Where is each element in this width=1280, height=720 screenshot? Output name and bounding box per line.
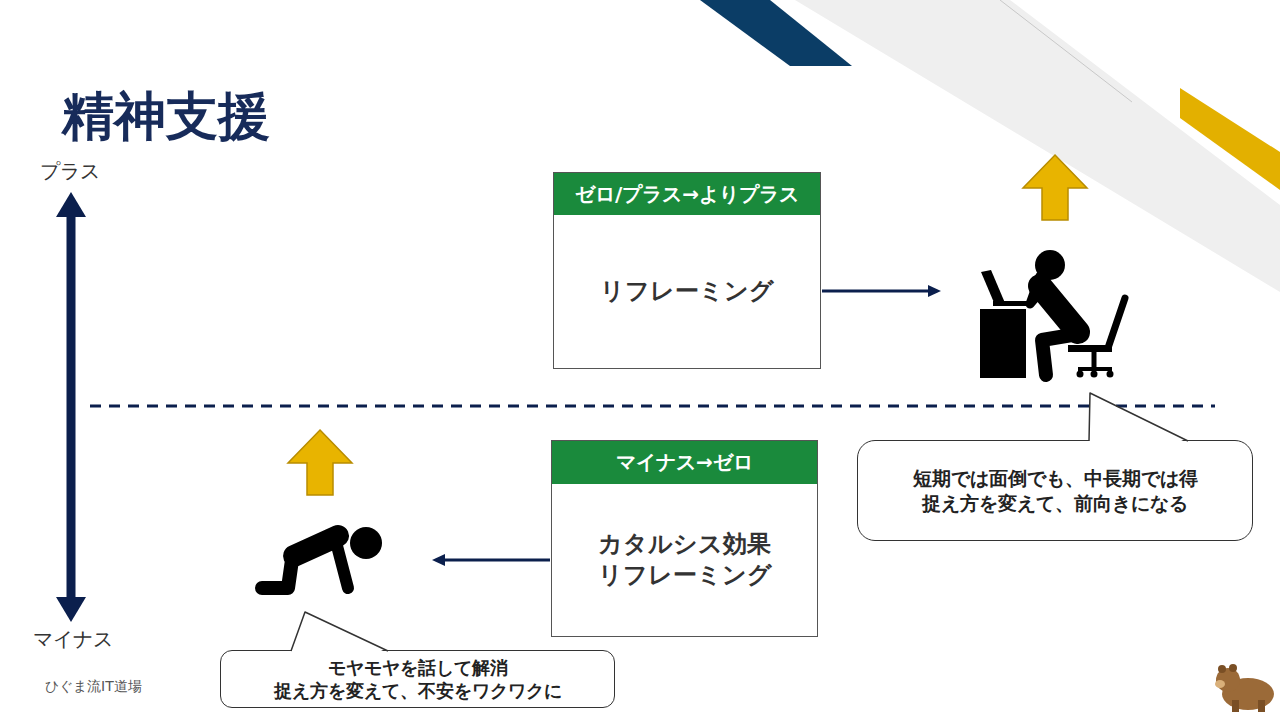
chair-back: [1108, 298, 1125, 348]
box-header: ゼロ/プラス→よりプラス: [554, 173, 820, 215]
bear-ear: [1229, 664, 1237, 672]
up-arrow: [1023, 155, 1087, 220]
callout-tail: [291, 612, 387, 653]
bear-snout: [1215, 680, 1225, 688]
callout-tail: [1089, 393, 1188, 441]
callout-box: 短期では面倒でも、中長期では得 捉え方を変えて、前向きになる: [857, 440, 1253, 541]
leg: [262, 560, 292, 588]
pointer-head: [432, 554, 445, 566]
process-box: ゼロ/プラス→よりプラスリフレーミング: [553, 172, 821, 369]
arm: [1030, 276, 1042, 304]
axis-head: [56, 192, 86, 217]
axis-label: プラス: [40, 158, 100, 185]
desk: [980, 309, 1026, 378]
laptop-screen: [981, 270, 1005, 305]
bear-icon: [1215, 664, 1274, 712]
chair-wheel: [1077, 371, 1084, 378]
box-header: マイナス→ゼロ: [552, 441, 817, 484]
chair-wheel: [1107, 371, 1114, 378]
bear-leg: [1258, 700, 1265, 712]
box-text: リフレーミング: [554, 215, 820, 368]
footer-text: ひぐま流IT道場: [45, 678, 142, 696]
yellow-stripe: [1180, 88, 1280, 190]
chair-stem: [1092, 352, 1097, 368]
bear-leg: [1232, 700, 1239, 712]
callout-tail: [1089, 393, 1187, 443]
axis-head: [56, 597, 86, 622]
navy-stripe: [700, 0, 852, 66]
bear-ear: [1218, 665, 1226, 673]
thin-stripe: [1000, 0, 1132, 102]
pointer-arrow: [822, 290, 930, 293]
box-text: モヤモヤを話して解消 捉え方を変えて、不安をワクワクに: [259, 656, 577, 703]
up-arrow: [288, 430, 352, 495]
axis-shaft: [67, 215, 76, 600]
pointer-head: [928, 285, 941, 297]
box-text: カタルシス効果 リフレーミング: [552, 484, 817, 636]
pointer-arrow: [443, 559, 550, 562]
axis-label: マイナス: [33, 626, 113, 653]
torso: [1040, 286, 1078, 332]
box-text: 短期では面倒でも、中長期では得 捉え方を変えて、前向きになる: [890, 466, 1220, 515]
kneeling-person: [262, 527, 382, 588]
person-at-desk: [980, 250, 1125, 378]
slide-title: 精神支援: [62, 82, 270, 152]
zero-line: [90, 405, 1215, 408]
arm: [336, 542, 348, 588]
callout-box: モヤモヤを話して解消 捉え方を変えて、不安をワクワクに: [220, 650, 615, 708]
leg: [1042, 334, 1078, 375]
chair-seat: [1068, 345, 1112, 352]
gray-stripe: [795, 0, 1280, 292]
callout-tail: [291, 612, 388, 651]
head: [350, 527, 382, 559]
process-box: マイナス→ゼロカタルシス効果 リフレーミング: [551, 440, 818, 637]
chair-base: [1078, 367, 1112, 371]
chair-wheel: [1091, 371, 1098, 378]
